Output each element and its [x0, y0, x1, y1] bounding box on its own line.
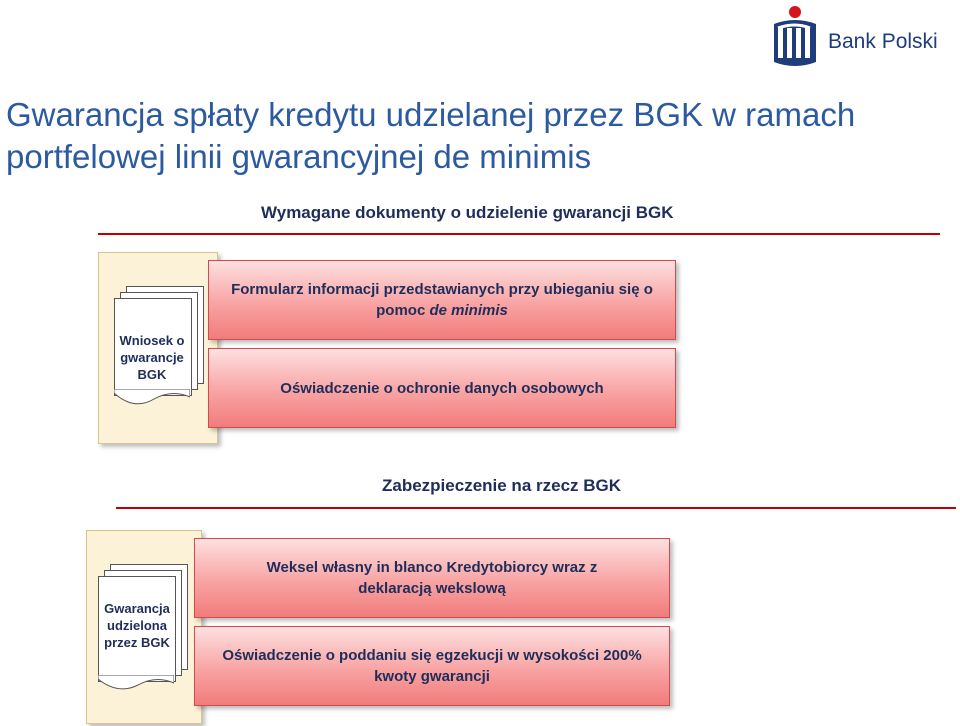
form-text: Formularz informacji przedstawianych prz… [231, 281, 653, 319]
section-heading-security: Zabezpieczenie na rzecz BGK [382, 476, 622, 495]
page-title: Gwarancja spłaty kredytu udzielanej prze… [6, 96, 856, 175]
document-stack-icon: Gwarancja udzielona przez BGK [96, 564, 190, 696]
document-sheet [114, 298, 192, 405]
document-label: Gwarancja udzielona przez BGK [104, 601, 170, 650]
required-doc-form: Formularz informacji przedstawianych prz… [208, 260, 676, 340]
security-promissory-note: Weksel własny in blanco Kredytobiorcy wr… [194, 538, 670, 618]
brand-name: Bank Polski [828, 30, 938, 53]
page-curl-icon [98, 675, 174, 690]
pko-emblem-icon [774, 6, 816, 66]
page-curl-icon [114, 389, 190, 405]
form-text-italic: de minimis [429, 302, 508, 319]
security-enforcement-declaration: Oświadczenie o poddaniu się egzekucji w … [194, 626, 670, 706]
required-doc-form-text: Formularz informacji przedstawianych prz… [209, 279, 675, 321]
section-divider [98, 233, 940, 235]
data-protection-text: Oświadczenie o ochronie danych osobowych [280, 379, 604, 397]
document-stack-icon: Wniosek o gwarancje BGK [112, 286, 204, 408]
bank-logo: Bank Polski [768, 4, 938, 70]
enforcement-declaration-text: Oświadczenie o poddaniu się egzekucji w … [222, 647, 642, 685]
section-divider [116, 507, 956, 509]
document-label: Wniosek o gwarancje BGK [119, 333, 185, 382]
document-sheet [98, 576, 176, 690]
required-doc-data-protection: Oświadczenie o ochronie danych osobowych [208, 348, 676, 428]
section-heading-required-docs: Wymagane dokumenty o udzielenie gwarancj… [261, 203, 674, 222]
promissory-note-text: Weksel własny in blanco Kredytobiorcy wr… [266, 559, 598, 597]
